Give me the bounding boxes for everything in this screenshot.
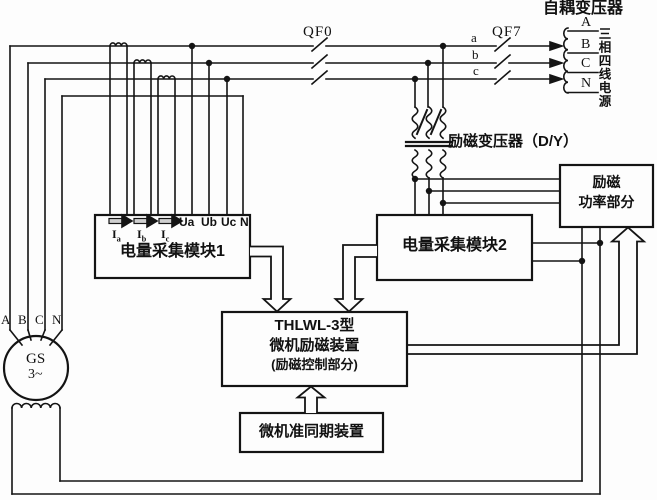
source-terminal-a: A (581, 15, 592, 30)
three-phase-source-label: 三相四线电源 (596, 27, 611, 108)
voltage-tap-lines (191, 45, 228, 216)
signal-arrows (249, 226, 647, 414)
generator-phase: 3~ (28, 367, 43, 382)
current-transformer-symbols (109, 42, 176, 216)
module2-to-controller-arrow (333, 244, 378, 313)
gen-terminal-b: B (18, 312, 27, 327)
current-label-ic: Ic (161, 227, 170, 244)
source-terminal-n: N (581, 76, 592, 91)
autotransformer-title: 自耦变压器 (542, 0, 623, 17)
junction-dots (188, 42, 604, 265)
phase-c-label: c (473, 63, 479, 78)
qf0-label: QF0 (303, 24, 333, 40)
excitation-power-box (558, 163, 655, 229)
sync-to-controller-arrow (294, 385, 328, 414)
phase-a-label: a (471, 30, 477, 45)
tap-arrow-b (549, 57, 565, 69)
gen-terminal-c: C (35, 312, 44, 327)
controller-title-line1: THLWL-3型 (274, 317, 355, 334)
excitation-transformer-symbol (404, 105, 454, 216)
generator-symbol (2, 334, 70, 402)
gen-terminal-a: A (1, 312, 11, 327)
breaker-qf0-symbol (310, 36, 329, 86)
autotransformer-symbol (549, 27, 599, 94)
field-winding-symbol (11, 402, 61, 409)
uc-label: Uc (221, 215, 237, 229)
ub-label: Ub (201, 215, 217, 229)
qf7-label: QF7 (492, 24, 522, 40)
controller-to-power-arrow (406, 226, 647, 355)
current-direction-arrows (108, 213, 184, 229)
source-terminal-b: B (581, 37, 591, 52)
excitation-transformer-label: 励磁变压器（D/Y） (448, 133, 579, 150)
tap-arrow-c (549, 73, 565, 85)
controller-title-line3: (励磁控制部分) (271, 357, 358, 372)
ua-label: Ua (179, 215, 195, 229)
generator-name: GS (26, 351, 46, 367)
sync-device-title: 微机准同期装置 (258, 423, 364, 440)
generator-lead-lines (8, 45, 64, 347)
power-section-feed-lines (414, 178, 561, 204)
gen-terminal-n: N (52, 312, 62, 327)
tap-arrow-a (549, 40, 565, 52)
excitation-power-title-line1: 励磁 (592, 174, 621, 190)
current-label-ib: Ib (137, 227, 147, 244)
excitation-power-title-line2: 功率部分 (578, 194, 635, 210)
phase-b-label: b (472, 47, 479, 62)
module2-title: 电量采集模块2 (402, 237, 507, 254)
phase-bus-lines (9, 45, 551, 216)
module1-title: 电量采集模块1 (120, 243, 225, 260)
module1-to-controller-arrow (249, 245, 293, 313)
breaker-qf7-symbol (493, 36, 512, 86)
source-terminal-c: C (581, 56, 591, 71)
n-label: N (240, 215, 249, 229)
controller-box (220, 310, 409, 388)
controller-title-line2: 微机励磁装置 (269, 337, 360, 354)
excitation-transformer-feed-lines (414, 45, 444, 108)
current-label-ia: Ia (112, 227, 121, 244)
field-circuit-lines (11, 226, 601, 495)
